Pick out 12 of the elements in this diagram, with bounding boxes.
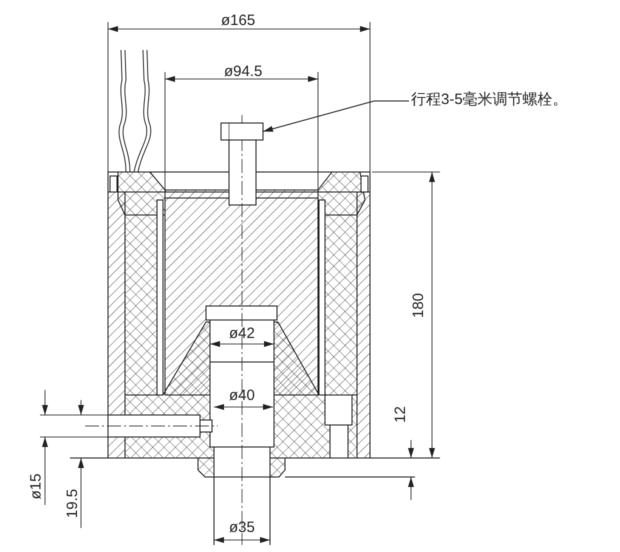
dimension-value: ø165 — [221, 12, 256, 28]
dimension-value: ø40 — [229, 388, 255, 402]
callout-text: 行程3-5毫米调节螺栓。 — [411, 92, 568, 107]
dimension-value: ø15 — [28, 473, 44, 499]
bolt-head — [220, 122, 264, 140]
dimension-value: ø35 — [229, 520, 255, 534]
dimension-value: ø94.5 — [224, 64, 262, 78]
dimension-value: 180 — [410, 292, 426, 318]
dimension-value: 19.5 — [64, 488, 80, 518]
dimension-value: ø42 — [229, 326, 255, 340]
leader-line — [262, 100, 410, 132]
dimension-value: 12 — [392, 406, 408, 422]
